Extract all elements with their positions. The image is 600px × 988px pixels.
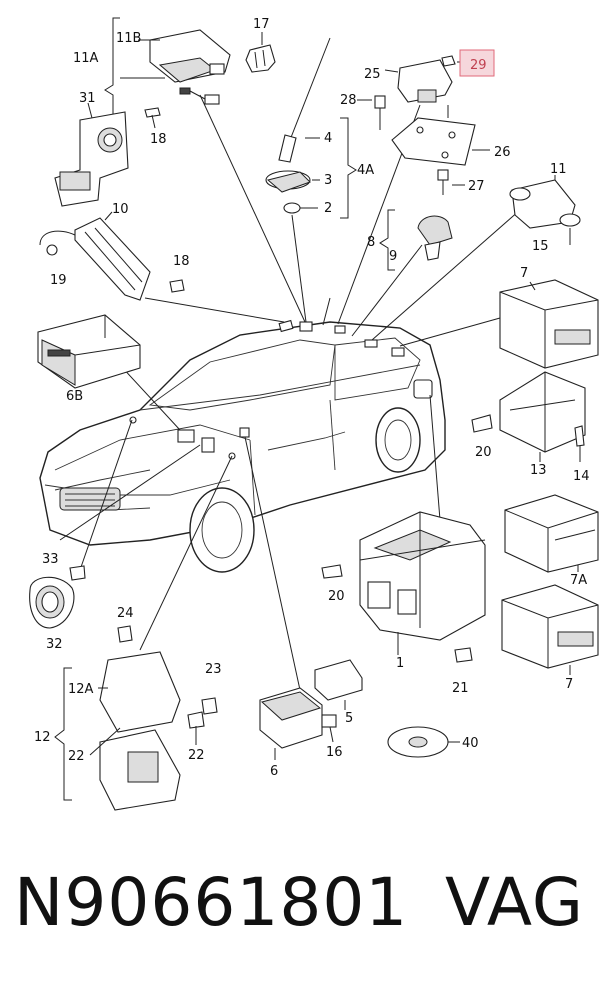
frame-1 [321, 511, 486, 663]
bracket-10 [39, 211, 185, 301]
label-19: 19 [50, 273, 67, 288]
label-31: 31 [79, 91, 96, 106]
label-32: 32 [46, 637, 63, 652]
label-22b: 22 [188, 748, 205, 763]
label-10: 10 [112, 202, 129, 217]
bracket-13 [471, 371, 586, 462]
antenna-8 [379, 209, 453, 271]
label-8: 8 [367, 235, 375, 250]
label-29: 29 [470, 58, 487, 73]
label-24: 24 [117, 606, 134, 621]
label-18a: 18 [150, 132, 167, 147]
label-4A: 4A [357, 163, 374, 178]
label-4: 4 [324, 131, 332, 146]
label-28: 28 [340, 93, 357, 108]
speaker-31 [54, 102, 129, 207]
label-25: 25 [364, 67, 381, 82]
speaker-32 [29, 565, 86, 629]
label-7a: 7 [520, 266, 528, 281]
label-15: 15 [532, 239, 549, 254]
label-13: 13 [530, 463, 547, 478]
car-illustration [39, 297, 446, 573]
label-22a: 22 [68, 749, 85, 764]
brand-name: VAG [444, 864, 584, 941]
label-40: 40 [462, 736, 479, 751]
label-11: 11 [550, 162, 567, 177]
label-7A: 7A [570, 573, 587, 588]
label-7b: 7 [565, 677, 573, 692]
label-1: 1 [396, 656, 404, 671]
label-9: 9 [389, 249, 397, 264]
part-number: N90661801 [14, 864, 409, 941]
label-20a: 20 [475, 445, 492, 460]
label-27: 27 [468, 179, 485, 194]
label-6B: 6B [66, 389, 83, 404]
label-12A: 12A [68, 682, 94, 697]
label-11A: 11A [73, 51, 99, 66]
label-18b: 18 [173, 254, 190, 269]
disc-40 [387, 726, 460, 758]
switch-6 [259, 659, 363, 760]
cd-unit-7-bottom [501, 584, 599, 675]
module-11-right [509, 175, 581, 245]
module-25 [357, 55, 490, 195]
label-26: 26 [494, 145, 511, 160]
labels: 11B 11A 17 29 25 28 26 27 31 18 4 4A 3 2… [34, 17, 590, 779]
cd-unit-7-top [499, 279, 599, 369]
radio-6B [37, 314, 141, 389]
label-17: 17 [253, 17, 270, 32]
antenna-4 [265, 37, 357, 219]
parts-diagram: 11B 11A 17 29 25 28 26 27 31 18 4 4A 3 2… [29, 17, 599, 811]
module-11 [104, 17, 231, 129]
label-16: 16 [326, 745, 343, 760]
label-3: 3 [324, 173, 332, 188]
label-20b: 20 [328, 589, 345, 604]
highlight-box-29 [459, 49, 495, 77]
label-33: 33 [42, 552, 59, 567]
label-11B: 11B [116, 31, 141, 46]
label-23: 23 [205, 662, 222, 677]
label-14: 14 [573, 469, 590, 484]
connector-17 [245, 32, 276, 73]
label-5: 5 [345, 711, 353, 726]
label-6: 6 [270, 764, 278, 779]
label-12: 12 [34, 730, 51, 745]
box-7A [504, 494, 599, 573]
label-21: 21 [452, 681, 469, 696]
amplifier-12 [54, 625, 218, 811]
label-2: 2 [324, 201, 332, 216]
